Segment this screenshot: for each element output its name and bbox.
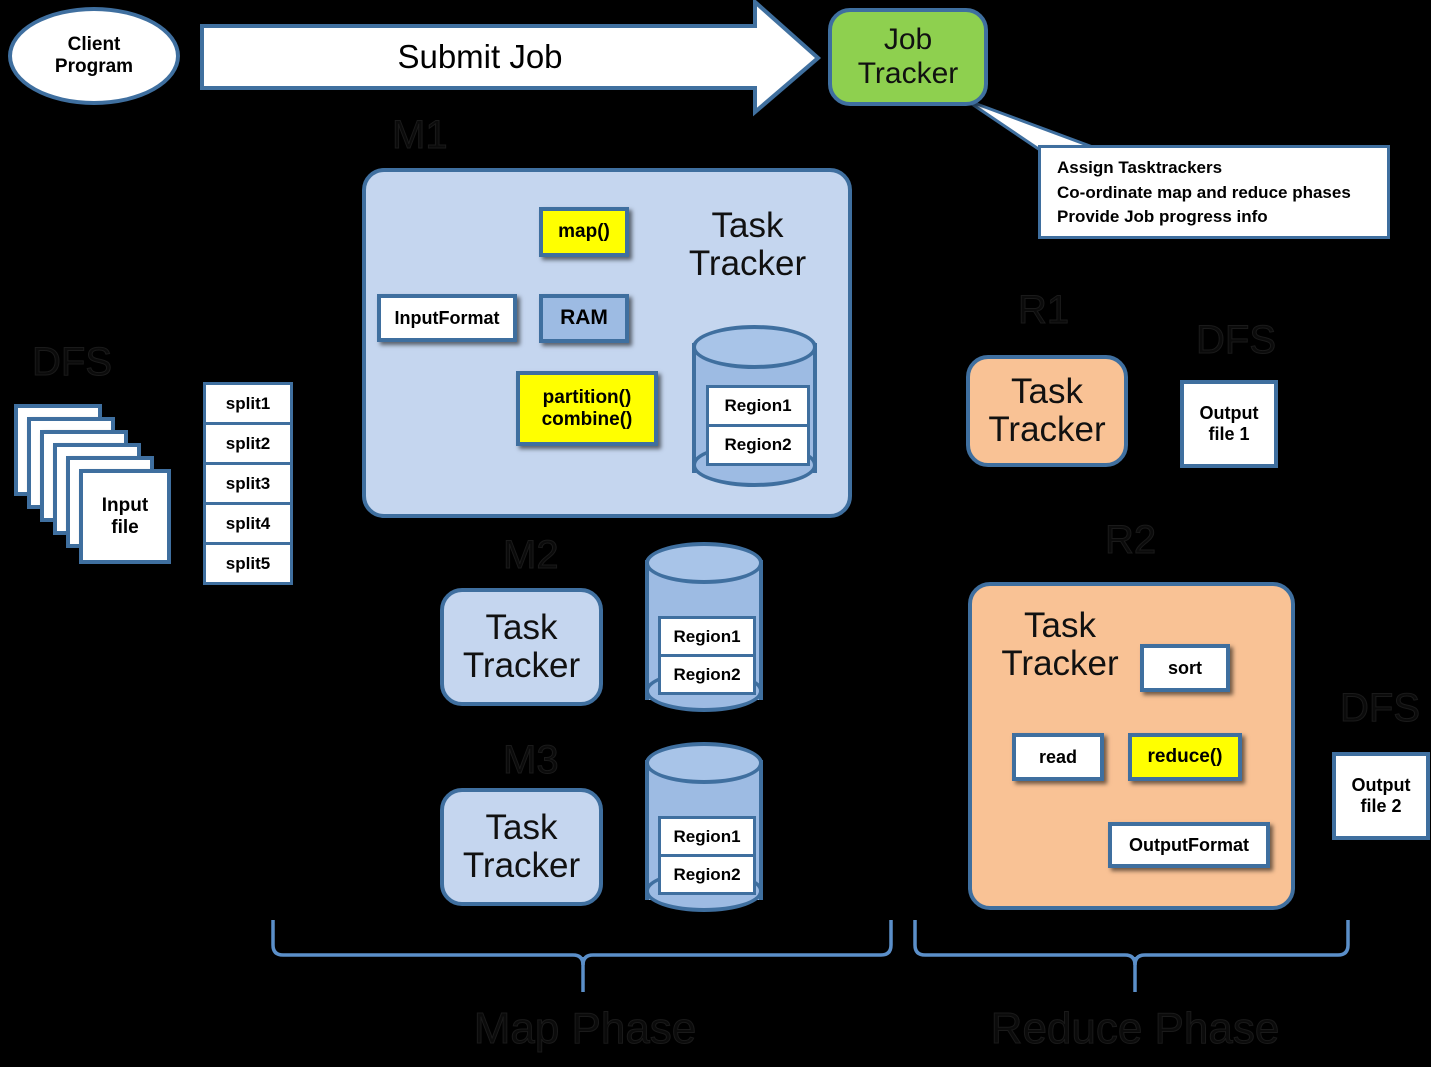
region-label: Region2 [673,664,741,684]
split-label: split1 [225,393,271,413]
r2-tasktracker-line2: Tracker [1001,644,1119,683]
reducer-r1-tasktracker[interactable]: Task Tracker [966,355,1128,467]
cylinder-top [645,542,763,584]
reduce-phase-label: Reduce Phase [990,1003,1280,1053]
input-file-label-line1: Input [101,494,149,516]
split-label: split3 [225,473,271,493]
r2-sort-node[interactable]: sort [1140,644,1230,692]
m3-tasktracker-line1: Task [485,807,558,847]
split-item-5[interactable]: split5 [203,542,293,585]
map-phase-brace [271,920,893,992]
split-item-4[interactable]: split4 [203,502,293,545]
m2-region-1[interactable]: Region1 [658,616,756,657]
split-label: split5 [225,553,271,573]
output-file-1-node[interactable]: Output file 1 [1180,380,1278,468]
m1-region-1[interactable]: Region1 [706,385,810,427]
m1-map-function-label: map() [558,221,610,243]
r1-tasktracker-line1: Task [1011,371,1083,411]
m1-ram-label: RAM [560,306,608,330]
m1-region-list: Region1 Region2 [706,385,810,466]
callout-line-2: Co-ordinate map and reduce phases [1057,182,1351,202]
job-tracker-label-line1: Job [883,22,933,56]
m3-region-list: Region1 Region2 [658,816,756,895]
output-file-2-line2: file 2 [1360,796,1402,816]
r2-tasktracker-line1: Task [1024,605,1096,645]
r2-outputformat-label: OutputFormat [1129,834,1249,855]
m2-tasktracker-line2: Tracker [462,646,581,685]
m1-inputformat-node[interactable]: InputFormat [377,294,517,342]
label-dfs-output1: DFS [1196,318,1277,363]
region-label: Region1 [724,396,792,416]
m1-inputformat-label: InputFormat [394,307,500,328]
split-label: split2 [225,433,271,453]
cylinder-top [692,325,817,369]
split-label: split4 [225,513,271,533]
split-item-2[interactable]: split2 [203,422,293,465]
m3-region-2[interactable]: Region2 [658,854,756,895]
label-m2: M2 [503,533,560,578]
r2-outputformat-node[interactable]: OutputFormat [1108,822,1270,868]
region-label: Region1 [673,826,741,846]
map-phase-label: Map Phase [473,1003,697,1053]
r2-reduce-label: reduce() [1147,746,1223,768]
r2-sort-label: sort [1167,657,1202,678]
m2-region-2[interactable]: Region2 [658,654,756,695]
mapper-m3-tasktracker[interactable]: Task Tracker [440,788,603,906]
m3-intermediate-store-cylinder[interactable]: Region1 Region2 [645,742,763,917]
split-item-3[interactable]: split3 [203,462,293,505]
m1-combine-label: combine() [541,408,633,430]
m2-intermediate-store-cylinder[interactable]: Region1 Region2 [645,542,763,717]
r1-tasktracker-line2: Tracker [988,410,1106,449]
label-m1: M1 [392,113,449,158]
m3-region-1[interactable]: Region1 [658,816,756,857]
label-m3: M3 [503,738,560,783]
split-item-1[interactable]: split1 [203,382,293,425]
region-label: Region1 [673,626,741,646]
label-r1: R1 [1017,288,1070,333]
m1-partition-combine-node[interactable]: partition() combine() [516,371,658,446]
reduce-phase-brace [913,920,1350,992]
m1-tasktracker-label: Task Tracker [660,200,835,290]
cylinder-top [645,742,763,784]
m3-tasktracker-line2: Tracker [462,846,581,885]
r2-reduce-function-node[interactable]: reduce() [1128,733,1242,781]
label-r2: R2 [1104,518,1157,563]
client-program-label-line1: Client [67,34,121,56]
m1-intermediate-store-cylinder[interactable]: Region1 Region2 [692,325,817,490]
m1-partition-label: partition() [542,386,632,408]
region-label: Region2 [724,435,792,455]
m2-region-list: Region1 Region2 [658,616,756,695]
job-tracker-node[interactable]: Job Tracker [828,8,988,106]
output-file-1-line1: Output [1199,403,1259,424]
submit-job-text: Submit Job [397,38,563,76]
label-dfs-input: DFS [32,340,113,385]
callout-line-3: Provide Job progress info [1057,207,1268,227]
m1-map-function-node[interactable]: map() [539,207,629,257]
output-file-2-line1: Output [1351,775,1411,796]
job-tracker-label-line2: Tracker [857,57,959,90]
client-program-label-line2: Program [54,56,134,77]
r2-tasktracker-label: Task Tracker [975,600,1145,690]
input-file-card-front[interactable]: Input file [79,469,171,564]
output-file-2-node[interactable]: Output file 2 [1332,752,1430,840]
label-dfs-output2: DFS [1340,686,1421,731]
client-program-node[interactable]: Client Program [8,7,180,105]
m2-tasktracker-line1: Task [485,607,558,647]
callout-line-1: Assign Tasktrackers [1057,158,1223,177]
r1-incoming-connectors [940,405,966,425]
m1-tasktracker-line1: Task [711,205,784,245]
region-label: Region2 [673,864,741,884]
output-file-1-line2: file 1 [1208,424,1250,444]
job-tracker-callout: Assign Tasktrackers Co-ordinate map and … [1038,145,1390,239]
r2-read-label: read [1038,746,1078,767]
input-file-label-line2: file [111,516,139,538]
mapper-m2-tasktracker[interactable]: Task Tracker [440,588,603,706]
m1-region-2[interactable]: Region2 [706,424,810,466]
m1-tasktracker-line2: Tracker [688,244,807,283]
r2-read-node[interactable]: read [1012,733,1104,781]
m1-ram-node[interactable]: RAM [539,294,629,343]
submit-job-label: Submit Job [220,33,740,81]
splits-column: split1 split2 split3 split4 split5 [203,382,293,585]
